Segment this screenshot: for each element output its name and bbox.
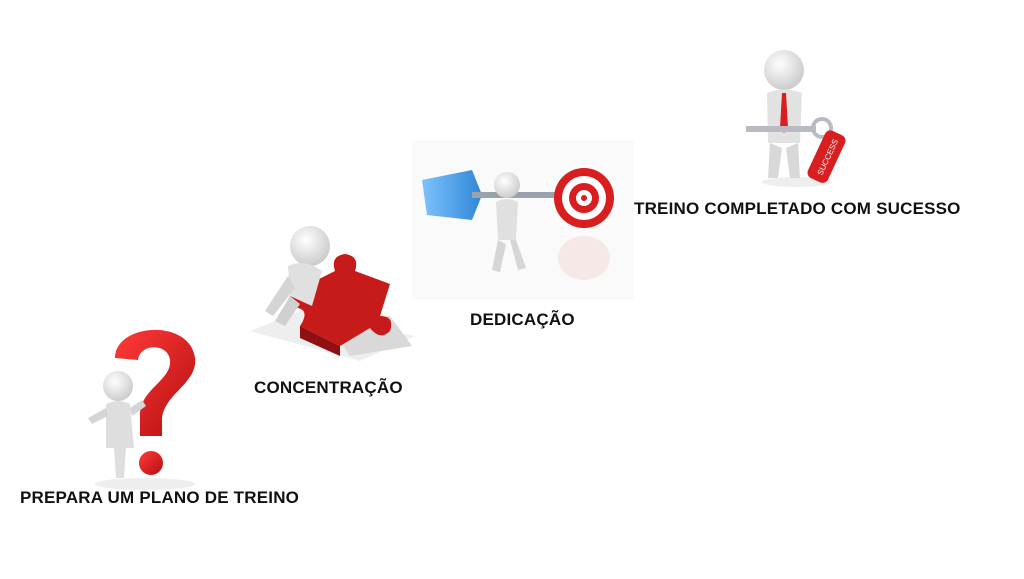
success-key-figure-icon: SUCCESS — [746, 50, 846, 187]
step-label-dedication: DEDICAÇÃO — [470, 310, 575, 329]
step-label-success: TREINO COMPLETADO COM SUCESSO — [634, 199, 961, 218]
dart-target-figure-icon — [412, 140, 634, 300]
step-label-prepare: PREPARA UM PLANO DE TREINO — [20, 488, 300, 507]
question-mark-figure-icon — [88, 329, 196, 490]
puzzle-figure-icon — [250, 226, 415, 361]
step-label-concentration: CONCENTRAÇÃO — [254, 378, 403, 397]
